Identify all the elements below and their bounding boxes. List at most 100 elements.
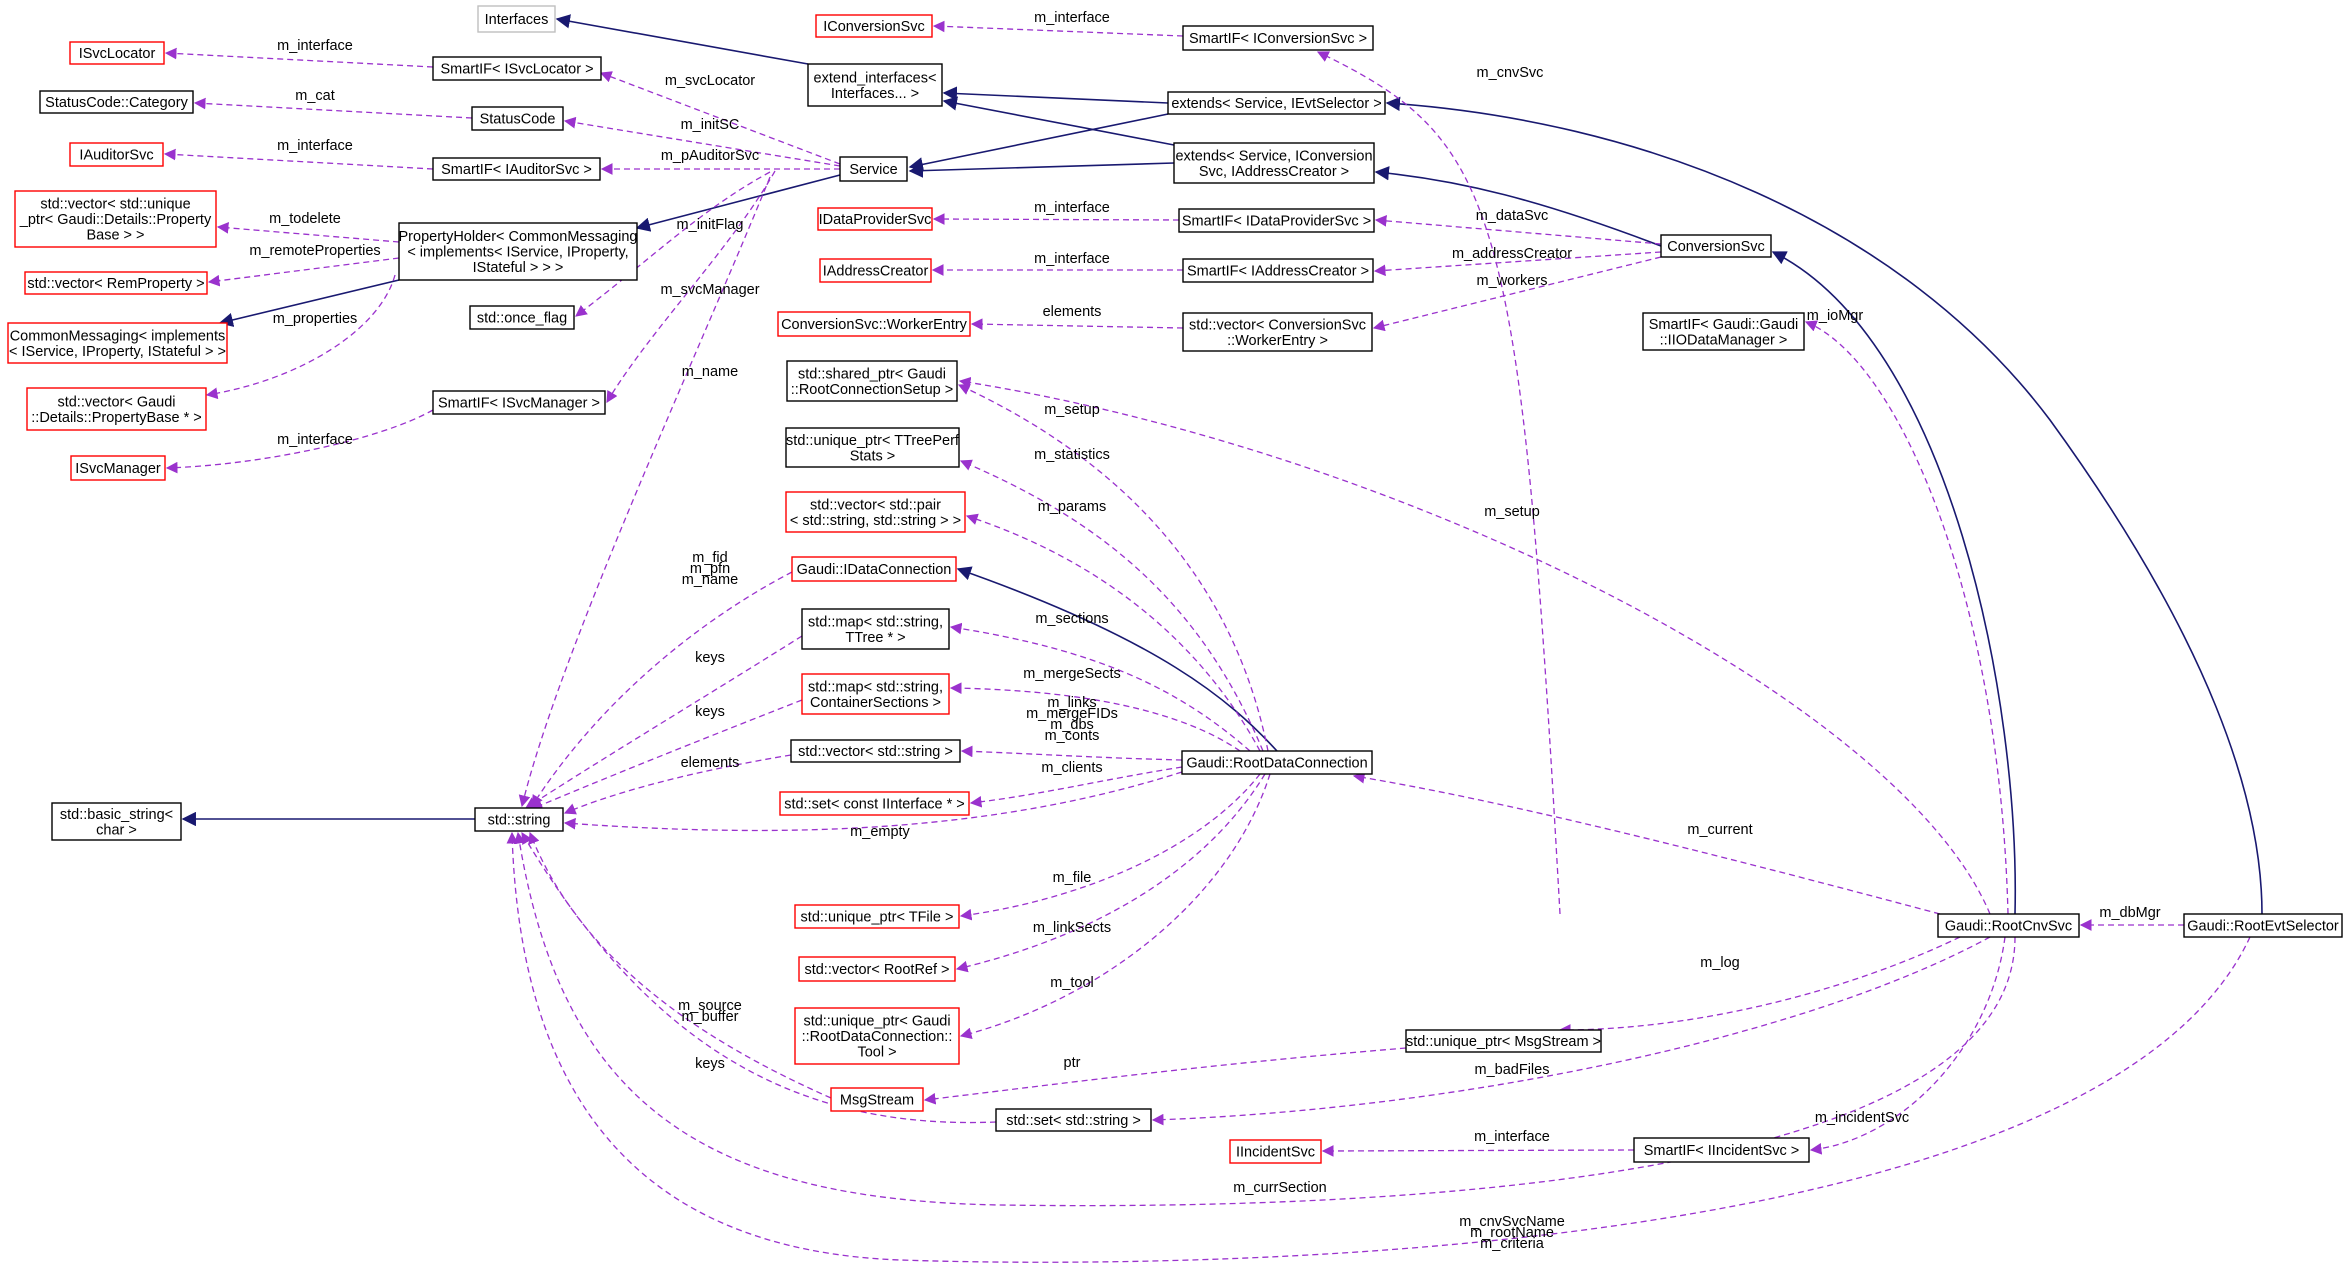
node-box: [830, 1087, 924, 1112]
node-smartif-isvcmanager[interactable]: SmartIF< ISvcManager >: [432, 390, 606, 415]
node-msgstream[interactable]: MsgStream: [830, 1087, 924, 1112]
node-statuscode-category[interactable]: StatusCode::Category: [39, 90, 194, 114]
edge-label-iconversionsvc_interface: m_interface: [1034, 10, 1110, 26]
node-label: ::Details::PropertyBase * >: [31, 410, 201, 426]
edge-label-mergesects: m_mergeSects: [1023, 666, 1121, 682]
node-smartif-iauditorsvc[interactable]: SmartIF< IAuditorSvc >: [432, 157, 601, 181]
node-box: [1229, 1139, 1322, 1164]
node-label: ::WorkerEntry >: [1227, 333, 1328, 349]
node-label: SmartIF< IConversionSvc >: [1189, 31, 1367, 47]
inheritance-edge: [1771, 251, 2017, 915]
node-set-string[interactable]: std::set< std::string >: [995, 1108, 1152, 1132]
node-box: [474, 807, 564, 832]
usage-edge: [955, 773, 1266, 973]
usage-edge: [165, 409, 434, 474]
node-label: CommonMessaging< implements: [10, 328, 226, 344]
node-commonmessaging[interactable]: CommonMessaging< implements< IService, I…: [7, 322, 228, 364]
node-label: SmartIF< Gaudi::Gaudi: [1649, 317, 1799, 333]
node-basic-string[interactable]: std::basic_string<char >: [51, 802, 182, 841]
node-box: [26, 387, 207, 431]
edge-label-elements_string: elements: [681, 755, 740, 771]
node-std-string[interactable]: std::string: [474, 807, 564, 832]
edge-label-setup_conn: m_setup: [1044, 402, 1100, 418]
node-label: ::RootDataConnection::: [802, 1029, 953, 1045]
node-unique-ptr-tool[interactable]: std::unique_ptr< Gaudi::RootDataConnecti…: [794, 1007, 960, 1065]
node-unique-ptr-tfile[interactable]: std::unique_ptr< TFile >: [794, 904, 960, 929]
node-isvcmanager[interactable]: ISvcManager: [70, 455, 166, 481]
node-label: ContainerSections >: [810, 695, 941, 711]
node-gaudi-idataconnection[interactable]: Gaudi::IDataConnection: [791, 556, 957, 582]
node-label: ::IIODataManager >: [1660, 332, 1788, 348]
usage-edge: [525, 635, 803, 809]
node-smartif-iaddresscreator[interactable]: SmartIF< IAddressCreator >: [1182, 258, 1374, 283]
node-extends-ievtselector[interactable]: extends< Service, IEvtSelector >: [1167, 91, 1386, 115]
inheritance-edge: [1385, 96, 2263, 915]
node-box: [801, 673, 950, 715]
node-extends-iconversion[interactable]: extends< Service, IConversionSvc, IAddre…: [1173, 142, 1375, 184]
node-gaudi-rootdataconnection[interactable]: Gaudi::RootDataConnection: [1181, 750, 1373, 775]
inheritance-edge: [635, 174, 841, 232]
usage-edge: [965, 513, 1261, 752]
edge-label-properties: m_properties: [273, 311, 358, 327]
node-propertyholder[interactable]: PropertyHolder< CommonMessaging< impleme…: [398, 222, 638, 281]
node-smartif-iincidentsvc[interactable]: SmartIF< IIncidentSvc >: [1633, 1137, 1810, 1163]
usage-edge: [1558, 936, 1961, 1036]
node-extend-interfaces[interactable]: extend_interfaces<Interfaces... >: [807, 63, 943, 107]
node-conversionsvc[interactable]: ConversionSvc: [1660, 234, 1772, 258]
node-set-iinterface[interactable]: std::set< const IInterface * >: [779, 791, 970, 816]
node-box: [817, 207, 933, 231]
node-map-ttree[interactable]: std::map< std::string,TTree * >: [801, 608, 950, 650]
usage-edge: [932, 213, 1180, 225]
edge-label-pauditorsvc: m_pAuditorSvc: [661, 148, 759, 164]
node-label: ConversionSvc: [1667, 239, 1765, 255]
usage-edge: [563, 771, 1183, 832]
node-service[interactable]: Service: [839, 156, 908, 182]
node-vector-remproperty[interactable]: std::vector< RemProperty >: [24, 271, 208, 295]
edge-label-iincidentsvc_interface: m_interface: [1474, 1129, 1550, 1145]
node-vector-string[interactable]: std::vector< std::string >: [790, 739, 961, 763]
node-smartif-idataprovidersvc[interactable]: SmartIF< IDataProviderSvc >: [1178, 208, 1375, 233]
node-smartif-isvclocator[interactable]: SmartIF< ISvcLocator >: [432, 56, 602, 81]
node-vector-propertybase[interactable]: std::vector< Gaudi::Details::PropertyBas…: [26, 387, 207, 431]
node-label: Interfaces... >: [831, 86, 919, 102]
usage-edge: [959, 773, 1271, 1040]
usage-edge: [1352, 771, 1941, 915]
node-gaudi-rootcnvsvc[interactable]: Gaudi::RootCnvSvc: [1937, 913, 2080, 938]
node-conversionsvc-workerentry[interactable]: ConversionSvc::WorkerEntry: [777, 311, 971, 337]
usage-edge: [205, 274, 396, 400]
node-iconversionsvc[interactable]: IConversionSvc: [815, 14, 933, 38]
node-unique-ptr-msgstream[interactable]: std::unique_ptr< MsgStream >: [1405, 1029, 1602, 1053]
node-iincidentsvc[interactable]: IIncidentSvc: [1229, 1139, 1322, 1164]
usage-edge: [531, 571, 793, 807]
node-once-flag[interactable]: std::once_flag: [469, 305, 575, 330]
node-map-containersections[interactable]: std::map< std::string,ContainerSections …: [801, 673, 950, 715]
node-smartif-iiodatamanager[interactable]: SmartIF< Gaudi::Gaudi::IIODataManager >: [1642, 312, 1805, 351]
node-iaddresscreator[interactable]: IAddressCreator: [819, 258, 932, 283]
node-vector-workerentry[interactable]: std::vector< ConversionSvc::WorkerEntry …: [1182, 312, 1373, 352]
node-shared-ptr-rootconnectionsetup[interactable]: std::shared_ptr< Gaudi::RootConnectionSe…: [786, 360, 958, 402]
edge-label-clients: m_clients: [1041, 760, 1102, 776]
edge-label-ptr: ptr: [1064, 1055, 1081, 1071]
node-label: Gaudi::RootEvtSelector: [2187, 919, 2339, 935]
node-box: [477, 5, 556, 33]
node-label: std::unique_ptr< MsgStream >: [1406, 1034, 1601, 1050]
node-isvclocator[interactable]: ISvcLocator: [69, 41, 165, 65]
node-iauditorsvc[interactable]: IAuditorSvc: [69, 142, 164, 167]
node-label: IStateful > > >: [473, 260, 564, 276]
node-label: std::vector< std::pair: [810, 497, 941, 513]
node-vector-unique-property[interactable]: std::vector< std::unique_ptr< Gaudi::Det…: [14, 190, 217, 248]
edge-label-dbmgr: m_dbMgr: [2099, 905, 2160, 921]
node-gaudi-rootevtselector[interactable]: Gaudi::RootEvtSelector: [2183, 913, 2343, 938]
node-box: [815, 14, 933, 38]
node-interfaces[interactable]: Interfaces: [477, 5, 556, 33]
node-statuscode[interactable]: StatusCode: [471, 106, 564, 131]
node-vector-rootref[interactable]: std::vector< RootRef >: [798, 956, 956, 982]
node-vector-pair[interactable]: std::vector< std::pair< std::string, std…: [785, 491, 966, 533]
node-label: IIncidentSvc: [1236, 1145, 1315, 1161]
node-idataprovidersvc[interactable]: IDataProviderSvc: [817, 207, 933, 231]
node-smartif-iconversionsvc[interactable]: SmartIF< IConversionSvc >: [1182, 25, 1374, 51]
